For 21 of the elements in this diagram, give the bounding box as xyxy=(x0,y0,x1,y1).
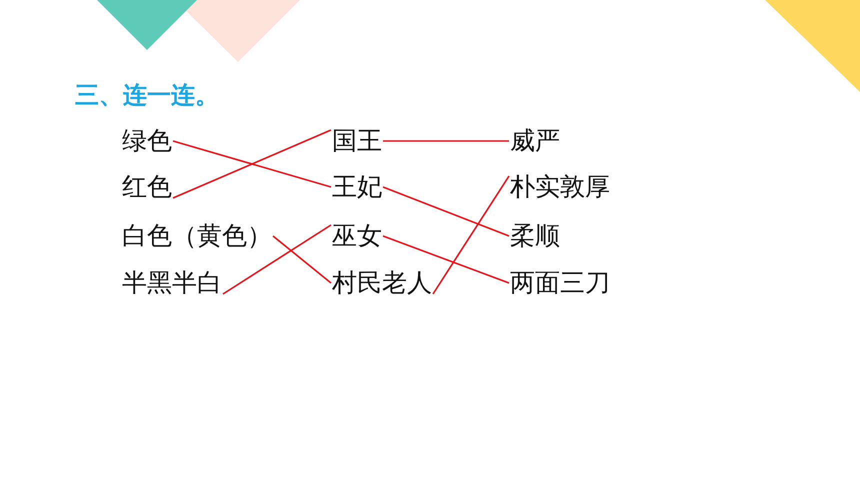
word-label: 威严 xyxy=(510,126,560,156)
word-label: 王妃 xyxy=(332,172,382,202)
connecting-line xyxy=(272,235,332,284)
word-label: 柔顺 xyxy=(510,221,560,251)
connecting-line xyxy=(172,129,332,199)
word-label: 村民老人 xyxy=(332,268,432,298)
word-label: 巫女 xyxy=(332,221,382,251)
title: 三、连一连。 xyxy=(75,80,219,110)
word-label: 红色 xyxy=(122,172,172,202)
word-label: 白色（黄色） xyxy=(122,221,272,251)
connecting-line xyxy=(383,140,509,142)
word-label: 国王 xyxy=(332,126,382,156)
word-label: 朴实敦厚 xyxy=(510,172,610,202)
word-label: 两面三刀 xyxy=(510,268,610,298)
connecting-line xyxy=(382,235,510,284)
connecting-line xyxy=(172,140,332,188)
connecting-line xyxy=(222,224,332,295)
word-label: 半黑半白 xyxy=(122,268,222,298)
connecting-line xyxy=(382,186,510,237)
word-label: 绿色 xyxy=(122,126,172,156)
connecting-line xyxy=(432,176,510,294)
